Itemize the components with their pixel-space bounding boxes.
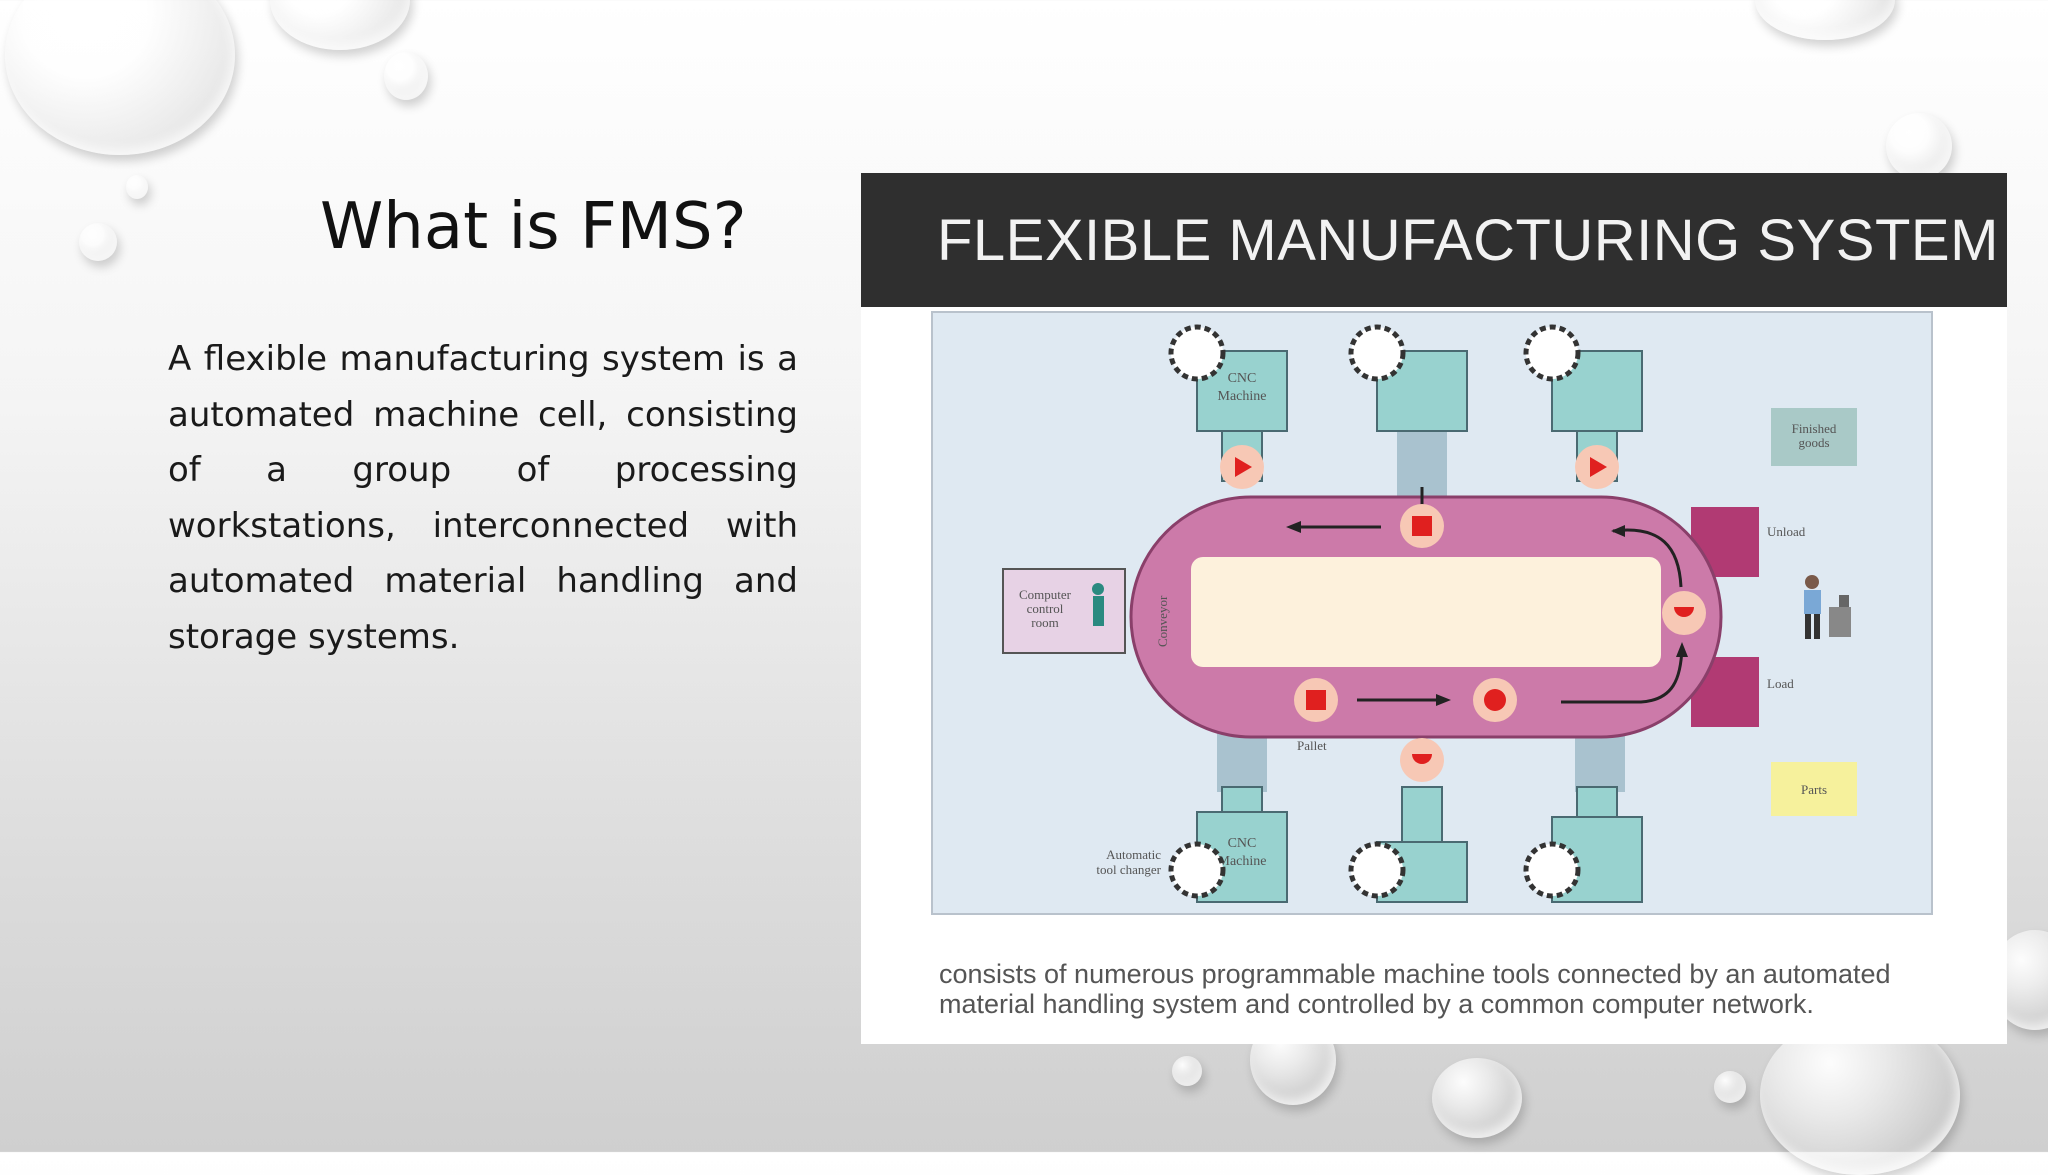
finished-goods-box: Finished goods (1771, 408, 1857, 466)
connector (1575, 732, 1625, 792)
water-drop-decoration (1886, 113, 1952, 179)
fms-figure: FLEXIBLE MANUFACTURING SYSTEM CNC Machin… (861, 173, 2007, 1044)
connector (1397, 427, 1447, 497)
conveyor-center (1191, 557, 1661, 667)
tool-changer-icon (1168, 324, 1581, 899)
svg-text:goods: goods (1798, 435, 1829, 450)
computer-control-room: Computer control room (1002, 568, 1126, 654)
connector (1217, 732, 1267, 792)
figure-title: FLEXIBLE MANUFACTURING SYSTEM (937, 208, 1999, 273)
svg-text:CNC: CNC (1228, 371, 1257, 386)
figure-caption: consists of numerous programmable machin… (939, 959, 1979, 1019)
svg-text:CNC: CNC (1228, 836, 1257, 851)
conveyor-label: Conveyor (1155, 595, 1170, 647)
parts-box: Parts (1771, 762, 1857, 816)
load-label: Load (1767, 676, 1794, 691)
water-drop-decoration (5, 0, 235, 155)
svg-text:Parts: Parts (1801, 782, 1827, 797)
svg-text:control: control (1027, 601, 1064, 616)
svg-text:Computer: Computer (1019, 587, 1072, 602)
svg-text:tool changer: tool changer (1096, 862, 1161, 877)
cnc-top-line2: Machine (1218, 389, 1267, 404)
svg-text:Machine: Machine (1218, 854, 1267, 869)
water-drop-decoration (126, 175, 148, 199)
water-drop-decoration (1432, 1058, 1522, 1138)
unload-label: Unload (1767, 524, 1806, 539)
caption-line-2: material handling system and controlled … (939, 989, 1814, 1019)
water-drop-decoration (1755, 0, 1895, 40)
svg-text:Automatic: Automatic (1106, 847, 1161, 862)
worker-icon (1804, 575, 1851, 639)
pallet-markers (1220, 445, 1706, 782)
cnc-bottom-line2: Machine (1218, 854, 1267, 869)
fms-diagram: CNC Machine CNC Machine (931, 311, 1933, 915)
water-drop-decoration (1172, 1056, 1202, 1086)
caption-line-1: consists of numerous programmable machin… (939, 959, 1891, 989)
svg-text:Conveyor: Conveyor (1155, 595, 1170, 647)
slide-title: What is FMS? (320, 190, 747, 264)
pallet-label: Pallet (1297, 738, 1327, 753)
cnc-bottom-line1: CNC (1228, 836, 1257, 851)
svg-text:Pallet: Pallet (1297, 738, 1327, 753)
svg-text:Unload: Unload (1767, 524, 1806, 539)
svg-text:Finished: Finished (1792, 421, 1837, 436)
water-drop-decoration (270, 0, 410, 50)
svg-text:Machine: Machine (1218, 389, 1267, 404)
slide-paragraph: A flexible manufacturing system is a aut… (168, 339, 798, 657)
water-drop-decoration (384, 52, 428, 100)
svg-text:Load: Load (1767, 676, 1794, 691)
cnc-top-line1: CNC (1228, 371, 1257, 386)
water-drop-decoration (1714, 1071, 1746, 1103)
figure-header: FLEXIBLE MANUFACTURING SYSTEM (861, 173, 2007, 307)
water-drop-decoration (79, 223, 117, 261)
svg-text:room: room (1031, 615, 1058, 630)
